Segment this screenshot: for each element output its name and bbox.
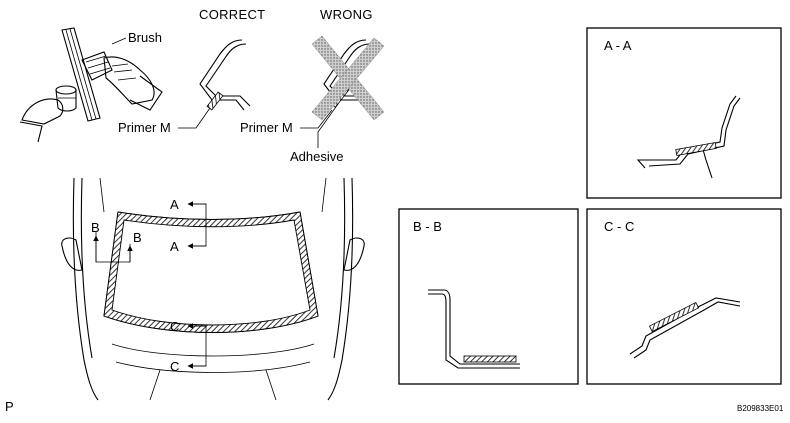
view-marker: P xyxy=(5,399,14,414)
primer-wrong-label: Primer M xyxy=(240,120,293,135)
section-aa-title: A - A xyxy=(604,38,632,53)
cut-a-top: A xyxy=(170,197,179,212)
cut-b-right: B xyxy=(133,230,142,245)
primer-correct-leader xyxy=(178,107,211,129)
primer-wrong-leader xyxy=(300,109,333,129)
primer-correct-label: Primer M xyxy=(118,120,171,135)
section-aa-box xyxy=(586,27,782,199)
correct-section-drawing xyxy=(199,39,251,111)
brush-leader xyxy=(111,37,127,45)
cut-b-left: B xyxy=(91,220,100,235)
section-bb-box xyxy=(398,208,579,385)
cut-c-top: C xyxy=(170,319,179,334)
cut-line-c xyxy=(187,323,207,369)
car-top-view xyxy=(61,177,365,401)
section-cc-box xyxy=(586,208,782,385)
adhesive-leader xyxy=(317,103,339,148)
section-cc-title: C - C xyxy=(604,219,634,234)
section-bb-drawing xyxy=(428,289,520,369)
cut-line-a xyxy=(187,201,207,249)
cut-line-b xyxy=(93,232,133,263)
figure-code: B209833E01 xyxy=(737,404,784,413)
correct-heading: CORRECT xyxy=(199,7,265,22)
wrong-section-drawing xyxy=(311,35,385,121)
brush-illustration xyxy=(19,27,163,143)
section-cc-drawing xyxy=(629,297,741,359)
cut-a-bottom: A xyxy=(170,239,179,254)
brush-label: Brush xyxy=(128,30,162,45)
cut-c-bottom: C xyxy=(170,359,179,374)
section-aa-drawing xyxy=(636,95,741,179)
wrong-heading: WRONG xyxy=(320,7,373,22)
adhesive-label: Adhesive xyxy=(290,149,343,164)
section-bb-title: B - B xyxy=(413,219,442,234)
